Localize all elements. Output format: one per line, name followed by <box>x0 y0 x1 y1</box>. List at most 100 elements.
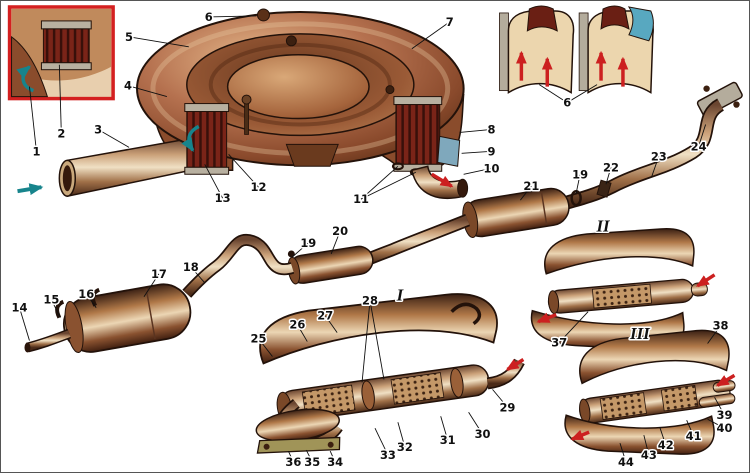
mounting-bracket <box>256 436 341 454</box>
rubber-seal <box>600 5 630 30</box>
flow-arrow <box>695 273 716 288</box>
callout-number-34: 34 <box>327 455 343 469</box>
callout-number-32: 32 <box>397 440 413 454</box>
flow-arrow <box>715 373 736 387</box>
muffler-hanger <box>90 287 101 307</box>
callout-number-8: 8 <box>488 122 496 136</box>
callout-number-31: 31 <box>440 433 456 447</box>
section-label-III: III <box>629 324 651 343</box>
callout-leader-line <box>461 150 492 154</box>
downpipe <box>559 81 743 211</box>
callout-number-42: 42 <box>658 438 674 452</box>
callout-number-41: 41 <box>686 429 702 443</box>
air-cleaner-assembly <box>58 8 469 200</box>
callout-leader-line <box>605 167 612 185</box>
callout-leader-line <box>143 273 160 297</box>
callout-number-13: 13 <box>215 191 231 205</box>
muffler-hanger <box>55 299 65 319</box>
callout-number-43: 43 <box>641 448 657 462</box>
callout-leader-line <box>468 412 483 435</box>
callout-leader-line <box>361 300 371 383</box>
callout-leader-line <box>714 397 725 416</box>
housing-screw <box>244 100 249 135</box>
callout-number-6: 6 <box>205 10 213 24</box>
callout-leader-line <box>258 338 273 357</box>
callout-number-19: 19 <box>572 167 588 181</box>
callout-leader-line <box>492 389 508 408</box>
callout-leader-line <box>698 124 707 147</box>
seal-cross-section-left <box>499 5 575 94</box>
callout-number-25: 25 <box>251 332 267 346</box>
callout-leader-line <box>643 435 650 456</box>
callout-number-12: 12 <box>251 180 267 194</box>
callout-leader-line <box>659 427 667 446</box>
callout-number-36: 36 <box>285 455 301 469</box>
callout-leader-line <box>360 165 399 200</box>
callout-number-7: 7 <box>446 15 454 29</box>
callout-number-29: 29 <box>499 400 515 414</box>
filter-element-right <box>393 96 443 172</box>
callout-number-28: 28 <box>362 294 378 308</box>
rear-upper-shell <box>579 329 730 385</box>
intermediate-pipe <box>357 214 471 269</box>
callout-number-4: 4 <box>124 79 132 93</box>
callout-leader-line <box>566 84 598 103</box>
cover-center-cap <box>226 54 370 120</box>
resonator-inner-assembly <box>547 278 708 315</box>
callout-leader-line <box>575 174 581 194</box>
callout-number-40: 40 <box>717 421 733 435</box>
sealing-ring <box>391 162 404 171</box>
callout-number-39: 39 <box>717 408 733 422</box>
callout-leader-line <box>619 442 627 463</box>
bracket-bolt <box>327 441 334 448</box>
callout-leader-line <box>374 427 389 456</box>
callout-leader-line <box>296 324 308 342</box>
callout-number-11: 11 <box>353 192 369 206</box>
callout-leader-line <box>707 325 721 344</box>
callout-leader-line <box>29 86 37 152</box>
callout-number-22: 22 <box>603 160 619 174</box>
intake-flow-arrow <box>17 183 44 196</box>
inset-detail <box>7 5 115 101</box>
rear-lower-shell <box>564 414 715 455</box>
main-muffler <box>24 283 192 354</box>
callout-number-21: 21 <box>523 179 539 193</box>
callout-leader-line <box>85 293 97 308</box>
callout-leader-line <box>292 242 309 258</box>
callout-number-37: 37 <box>551 336 567 350</box>
intake-flow-arrow <box>16 65 35 93</box>
shell-hanger-loop <box>450 302 482 326</box>
callout-leader-line <box>330 230 341 255</box>
callout-number-33: 33 <box>380 448 396 462</box>
callout-number-6: 6 <box>563 96 571 110</box>
clamp-blue <box>437 135 461 167</box>
callout-leader-line <box>228 154 259 188</box>
flange-stud <box>733 101 740 108</box>
callout-number-26: 26 <box>289 318 305 332</box>
callout-leader-line <box>539 84 568 103</box>
flange-stud <box>703 85 710 92</box>
callout-number-44: 44 <box>618 455 634 469</box>
over-axle-pipe <box>182 233 295 298</box>
callout-leader-line <box>397 422 406 448</box>
rubber-seal <box>526 5 558 32</box>
rear-inner-assembly <box>579 379 736 424</box>
callout-number-5: 5 <box>125 30 133 44</box>
callout-number-30: 30 <box>475 427 491 441</box>
callout-leader-line <box>58 64 62 134</box>
callout-leader-line <box>19 307 30 341</box>
callout-leader-line <box>411 21 450 50</box>
pipe-hanger <box>287 250 295 258</box>
inset-filter-element <box>40 20 92 71</box>
callout-number-27: 27 <box>317 309 333 323</box>
section-label-II: II <box>595 217 611 236</box>
callout-leader-line <box>324 315 338 333</box>
callout-number-14: 14 <box>12 301 28 315</box>
flow-arrow <box>536 312 557 324</box>
cover-wing-nut <box>257 8 270 22</box>
callout-number-9: 9 <box>488 144 496 158</box>
callout-leader-line <box>127 85 168 98</box>
